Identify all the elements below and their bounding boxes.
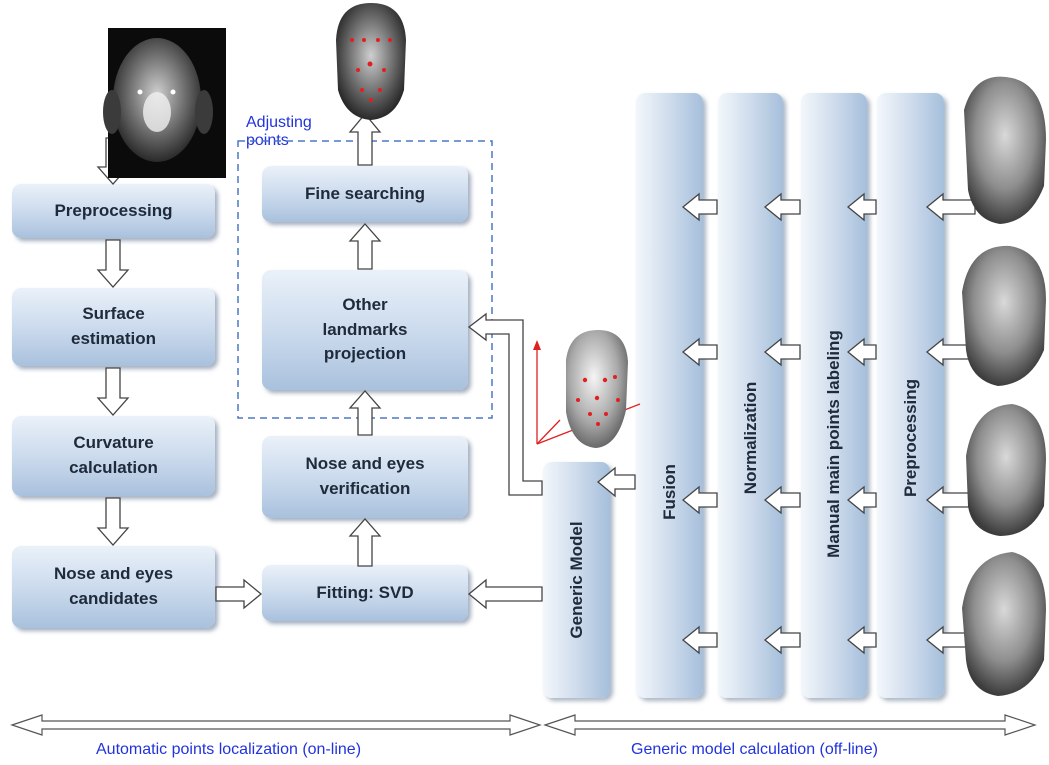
fine-searching-box: Fine searching bbox=[262, 166, 468, 222]
fusion-box: Fusion bbox=[636, 93, 703, 698]
offline-arrow-r4-g3 bbox=[846, 625, 877, 655]
arrow-fusion-generic bbox=[596, 466, 636, 498]
arrow-left-generic bbox=[467, 578, 543, 610]
offline-caption: Generic model calculation (off-line) bbox=[631, 741, 878, 758]
arrow-bent-generic-landmarks bbox=[467, 312, 543, 496]
offline-arrow-r3-g1 bbox=[681, 485, 718, 515]
preprocessing-box: Preprocessing bbox=[12, 184, 215, 238]
generic-model-face-image bbox=[533, 330, 641, 448]
arrow-up-4 bbox=[348, 112, 382, 166]
offline-arrow-r1-g1 bbox=[681, 192, 718, 222]
surface-estimation-label: Surface estimation bbox=[70, 304, 157, 348]
offline-arrow-r1-g2 bbox=[763, 192, 801, 222]
scan-face-1 bbox=[964, 76, 1046, 224]
normalization-box: Normalization bbox=[718, 93, 783, 698]
scan-face-4 bbox=[962, 552, 1046, 696]
offline-arrow-r4-g1 bbox=[681, 625, 718, 655]
arrow-up-1 bbox=[348, 518, 382, 567]
offline-arrow-r1-g3 bbox=[846, 192, 877, 222]
depth-face-image bbox=[103, 28, 226, 178]
adjusting-points-region bbox=[237, 140, 493, 419]
curvature-calculation-box: Curvature calculation bbox=[12, 416, 215, 496]
landmark-face-image bbox=[336, 3, 406, 120]
fine-searching-label: Fine searching bbox=[305, 183, 425, 203]
fitting-svd-label: Fitting: SVD bbox=[316, 582, 414, 602]
nose-eyes-candidates-box: Nose and eyes candidates bbox=[12, 546, 215, 628]
online-caption: Automatic points localization (on-line) bbox=[96, 741, 362, 758]
offline-arrow-r3-g2 bbox=[763, 485, 801, 515]
arrow-up-2 bbox=[348, 390, 382, 436]
other-landmarks-box: Other landmarks projection bbox=[262, 270, 468, 390]
nose-eyes-verification-box: Nose and eyes verification bbox=[262, 436, 468, 518]
arrow-up-3 bbox=[348, 223, 382, 270]
online-double-arrow bbox=[10, 714, 542, 736]
offline-arrow-r1-g4 bbox=[925, 192, 976, 222]
other-landmarks-label: Other landmarks projection bbox=[322, 295, 408, 364]
preprocessing-label: Preprocessing bbox=[54, 200, 173, 220]
surface-estimation-box: Surface estimation bbox=[12, 288, 215, 366]
manual-labeling-box: Manual main points labeling bbox=[801, 93, 867, 698]
generic-model-box: Generic Model bbox=[543, 462, 610, 698]
nose-eyes-candidates-label: Nose and eyes candidates bbox=[53, 564, 174, 608]
offline-arrow-r2-g3 bbox=[846, 337, 877, 367]
nose-eyes-verification-label: Nose and eyes verification bbox=[305, 454, 425, 498]
offline-arrow-r2-g1 bbox=[681, 337, 718, 367]
offline-arrow-r2-g2 bbox=[763, 337, 801, 367]
offline-preprocessing-box: Preprocessing bbox=[877, 93, 944, 698]
fitting-svd-box: Fitting: SVD bbox=[262, 565, 468, 621]
offline-arrow-r3-g3 bbox=[846, 485, 877, 515]
curvature-calculation-label: Curvature calculation bbox=[69, 433, 158, 477]
offline-arrow-r4-g2 bbox=[763, 625, 801, 655]
offline-double-arrow bbox=[543, 714, 1037, 736]
scan-face-2 bbox=[962, 245, 1046, 386]
arrow-down-4 bbox=[96, 497, 130, 546]
arrow-down-2 bbox=[96, 239, 130, 288]
arrow-down-3 bbox=[96, 367, 130, 416]
scan-face-3 bbox=[966, 404, 1046, 536]
arrow-right-candidates bbox=[215, 578, 263, 610]
